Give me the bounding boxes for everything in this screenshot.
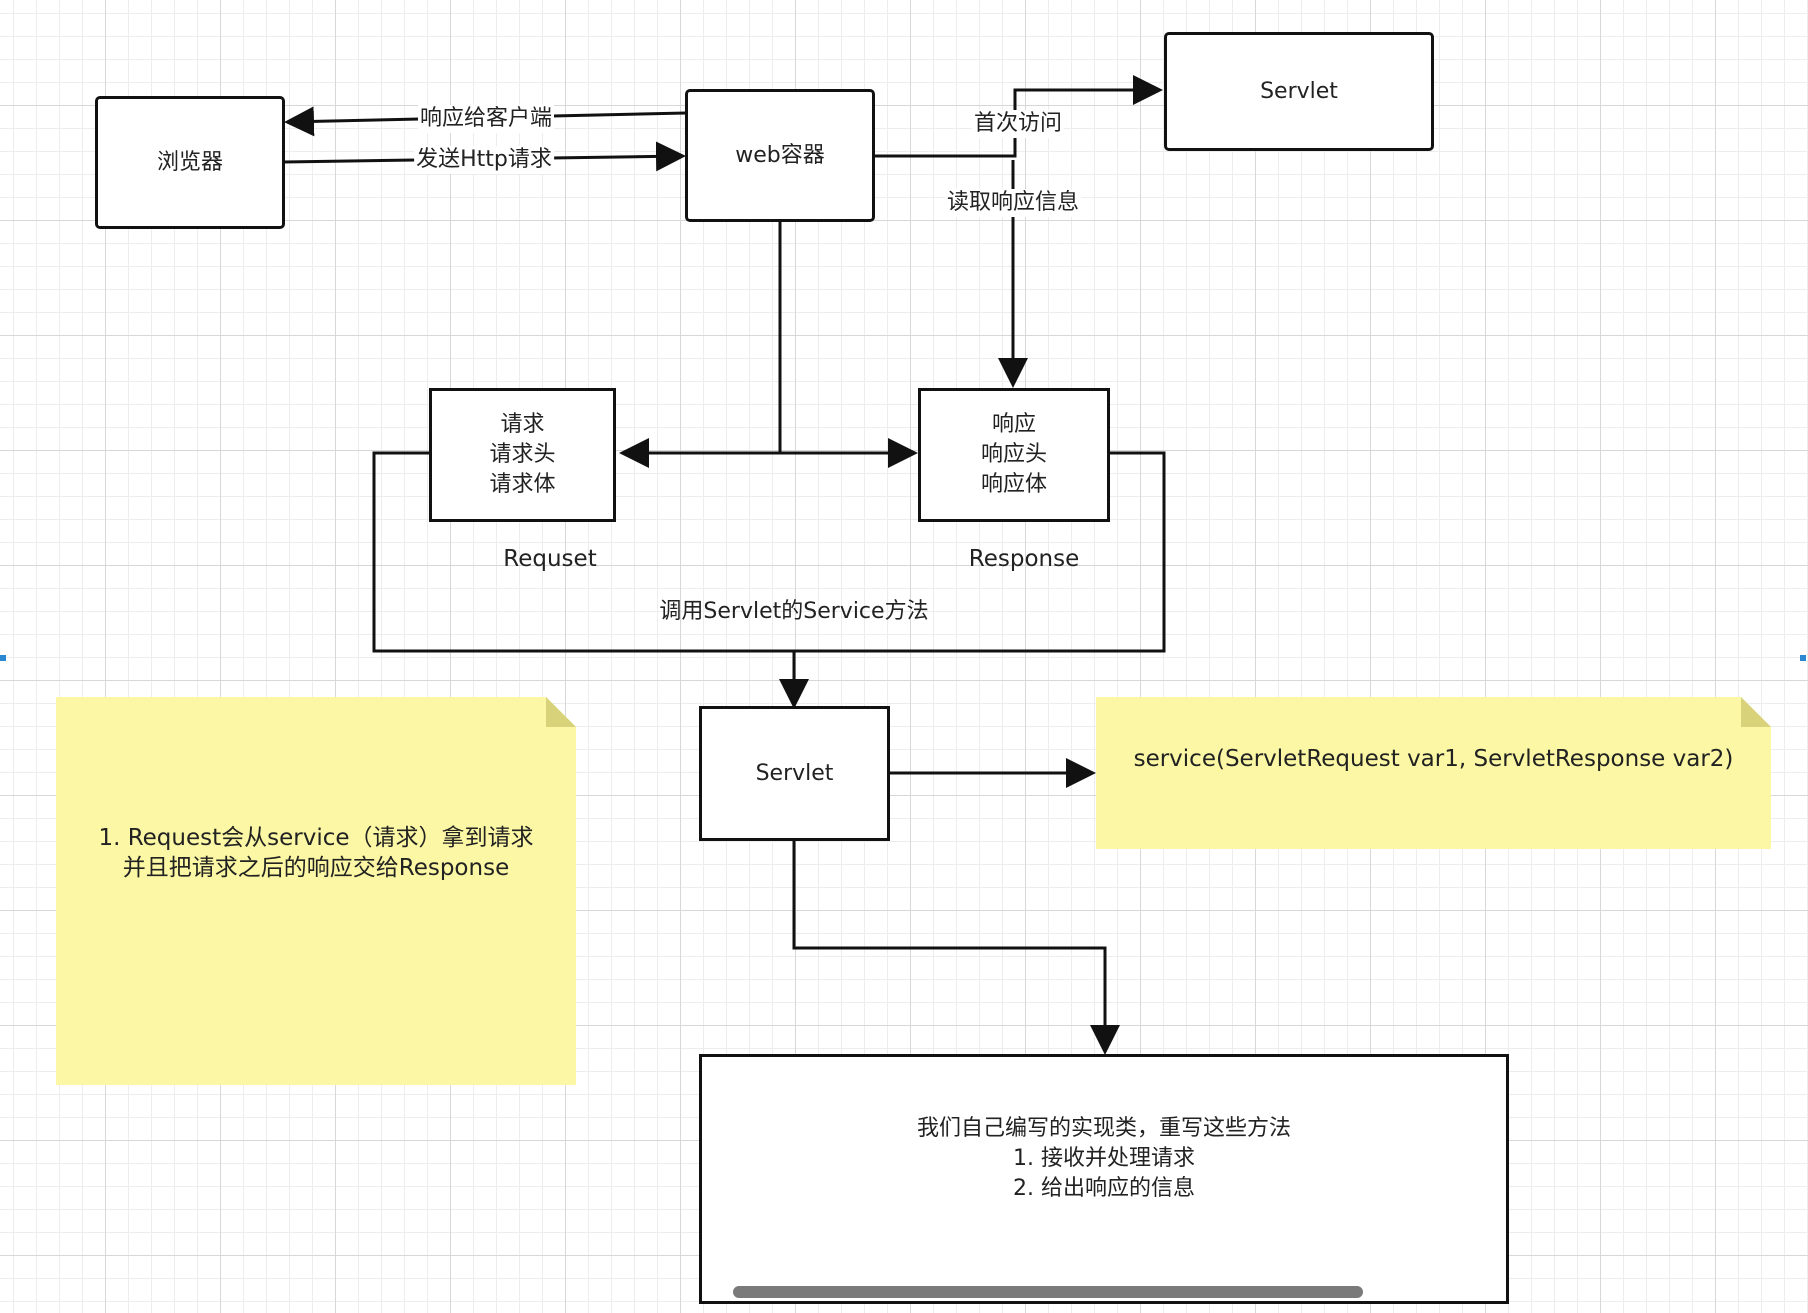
response-node[interactable]: 响应 响应头 响应体: [918, 388, 1110, 522]
web-container-node[interactable]: web容器: [685, 89, 875, 222]
implementation-node[interactable]: 我们自己编写的实现类，重写这些方法 1. 接收并处理请求 2. 给出响应的信息: [699, 1054, 1509, 1304]
edge-to-impl: [792, 840, 1120, 1055]
servlet-mid-label: Servlet: [755, 760, 834, 786]
request-note-text: 1. Request会从service（请求）拿到请求 并且把请求之后的响应交给…: [98, 825, 534, 881]
browser-node[interactable]: 浏览器: [95, 96, 285, 229]
response-caption: Response: [968, 546, 1080, 572]
servlet-mid-node[interactable]: Servlet: [699, 706, 890, 841]
service-note-text: service(ServletRequest var1, ServletResp…: [1133, 746, 1734, 772]
send-http-label: 发送Http请求: [414, 146, 554, 174]
request-label: 请求 请求头 请求体: [489, 412, 556, 497]
browser-label: 浏览器: [156, 149, 223, 175]
servlet-top-label: Servlet: [1260, 78, 1338, 104]
horizontal-scrollbar[interactable]: [733, 1286, 1363, 1298]
service-note[interactable]: service(ServletRequest var1, ServletResp…: [1096, 697, 1771, 849]
implementation-label: 我们自己编写的实现类，重写这些方法 1. 接收并处理请求 2. 给出响应的信息: [916, 1116, 1291, 1201]
response-label: 响应 响应头 响应体: [980, 412, 1047, 497]
read-response-label: 读取响应信息: [944, 189, 1082, 217]
request-caption: Requset: [503, 546, 597, 572]
edge-service-loop: [372, 451, 1166, 653]
page-break-marker-right: [1800, 655, 1806, 661]
request-node[interactable]: 请求 请求头 请求体: [429, 388, 616, 522]
respond-to-client-label: 响应给客户端: [417, 105, 555, 133]
page-break-marker-left: [0, 655, 6, 661]
servlet-top-node[interactable]: Servlet: [1164, 32, 1434, 151]
request-note[interactable]: 1. Request会从service（请求）拿到请求 并且把请求之后的响应交给…: [56, 697, 576, 1085]
web-container-label: web容器: [735, 142, 825, 168]
first-access-label: 首次访问: [971, 110, 1065, 138]
call-service-label: 调用Servlet的Service方法: [659, 599, 929, 624]
